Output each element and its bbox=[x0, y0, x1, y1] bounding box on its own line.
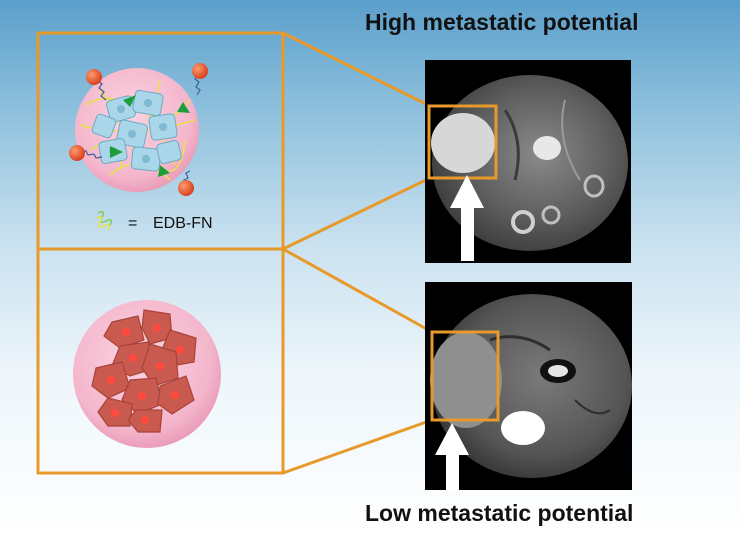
legend-label: EDB-FN bbox=[153, 215, 213, 232]
legend-equals: = bbox=[128, 215, 138, 232]
title-low-metastatic: Low metastatic potential bbox=[365, 500, 634, 526]
connector-lines bbox=[282, 31, 433, 475]
white-arrow-icon bbox=[435, 423, 469, 490]
title-high-metastatic: High metastatic potential bbox=[365, 9, 639, 35]
low-metastasis-cell-cluster-icon bbox=[73, 300, 221, 448]
mri-scan-high bbox=[425, 60, 631, 263]
white-arrow-icon bbox=[450, 175, 484, 261]
low-cell-frame bbox=[36, 247, 285, 475]
edb-fn-fiber-icon bbox=[95, 210, 113, 231]
high-metastasis-cell-cluster-icon bbox=[69, 63, 208, 196]
mri-scan-low bbox=[425, 282, 632, 490]
